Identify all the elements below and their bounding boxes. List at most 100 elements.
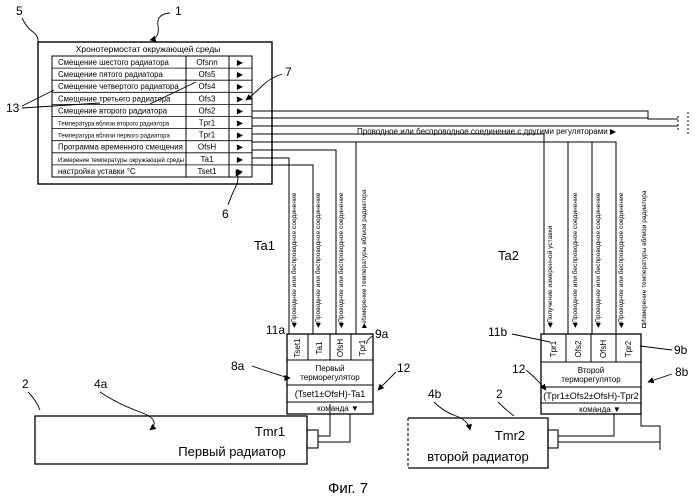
panel-row-label: Измерение температуры окружающей среды <box>58 157 184 164</box>
ref-2a: 2 <box>22 377 29 391</box>
panel-row-arrow: ▶ <box>237 94 244 103</box>
reg1-connection-label: ◀Проводное или беспроводное соединение <box>314 192 322 328</box>
leader-1 <box>150 13 170 40</box>
ta2-label: Ta2 <box>498 248 519 263</box>
ref-7: 7 <box>285 65 292 79</box>
figure-caption: Фиг. 7 <box>328 480 368 497</box>
ref-13: 13 <box>6 101 20 115</box>
reg2-title-2: терморегулятор <box>561 375 621 384</box>
panel-row-label: Смещение пятого радиатора <box>58 70 163 79</box>
leader-11b <box>512 334 550 342</box>
panel-title: Хронотермостат окружающей среды <box>76 44 221 54</box>
leader-7 <box>246 74 282 100</box>
panel-row-code: OfsH <box>198 143 216 152</box>
rad2-name: второй радиатор <box>427 449 529 464</box>
panel-row-label: Программа временного смещения <box>58 143 183 152</box>
reg2-cell: Tpr2 <box>624 340 633 357</box>
ref-11a: 11a <box>266 323 285 337</box>
reg2-connection-label: ◀Проводное или беспроводное соединение <box>617 192 625 328</box>
reg2-connection-label: ◀Получение измеренной уставки <box>546 225 554 328</box>
second-regulator: Tpr1 Ofs2 OfsH Tpr2 Второй терморегулятор (… <box>541 334 641 414</box>
ref-8b: 8b <box>675 365 689 379</box>
panel-row-arrow: ▶ <box>237 106 244 115</box>
second-radiator: Tmr2 второй радиатор <box>408 418 558 468</box>
rad1-name: Первый радиатор <box>178 444 285 459</box>
ref-12b: 12 <box>512 362 526 376</box>
leader-2b <box>498 402 514 416</box>
ref-4b: 4b <box>428 387 442 401</box>
reg1-cell: OfsH <box>336 339 345 357</box>
panel-row-arrow: ▶ <box>237 70 244 79</box>
panel-row-arrow: ▶ <box>237 155 244 164</box>
reg2-connection-label: ◀Проводное или беспроводное соединение <box>594 192 602 328</box>
panel-row-arrow: ▶ <box>237 119 244 128</box>
leader-9b <box>640 346 672 350</box>
panel-row-code: Ofs4 <box>199 82 216 91</box>
panel-row-code: Ta1 <box>201 155 214 164</box>
reg1-title-2: терморегулятор <box>300 373 360 382</box>
bus-label: Проводное или беспроводное соединение с … <box>357 127 617 136</box>
ref-5: 5 <box>16 4 23 18</box>
leader-9a <box>366 336 373 344</box>
reg2-cell: Tpr1 <box>549 340 558 357</box>
reg1-connection-label: ◀Проводное или беспроводное соединение <box>337 192 345 328</box>
reg1-title-1: Первый <box>315 364 344 373</box>
panel-row-code: Ofs2 <box>199 106 216 115</box>
leader-12a <box>378 372 396 390</box>
chronothermostat-panel: Хронотермостат окружающей среды Смещение… <box>38 42 272 184</box>
ref-8a: 8a <box>231 359 245 373</box>
leader-5 <box>22 18 38 44</box>
panel-row-arrow: ▶ <box>237 58 244 67</box>
reg1-connection-label: ▶Измерение температуры вблизи радиатора <box>360 189 368 328</box>
rad2-code: Tmr2 <box>495 428 525 443</box>
leader-8a <box>252 366 290 378</box>
reg2-connection-labels: ◀Получение измеренной уставки ◀Проводное … <box>546 190 648 328</box>
reg1-cell: Tpr1 <box>358 339 367 356</box>
reg1-connection-label: ◀Проводное или беспроводное соединение <box>290 192 298 328</box>
panel-row-label: настройка уставки °C <box>58 167 136 176</box>
ref-9a: 9a <box>375 327 389 341</box>
leader-2a <box>28 392 40 410</box>
ref-4a: 4a <box>94 377 108 391</box>
panel-row-code: Tpr1 <box>199 119 216 128</box>
panel-row-code: Tpr1 <box>199 131 216 140</box>
ref-12a: 12 <box>397 361 411 375</box>
reg1-cell: Ta1 <box>315 341 324 354</box>
ref-2b: 2 <box>496 387 503 401</box>
reg2-title-1: Второй <box>578 366 604 375</box>
leader-8b <box>648 374 672 382</box>
panel-row-code: Ofs3 <box>199 94 216 103</box>
reg1-formula: (Tset1±OfsH)-Ta1 <box>295 389 365 399</box>
reg2-connection-label: ◘Измерение температуры вблизи радиатора <box>640 190 648 328</box>
panel-row-label: Смещение второго радиатора <box>58 106 168 115</box>
panel-row-code: Ofs5 <box>199 70 216 79</box>
first-regulator: Tset1 Ta1 OfsH Tpr1 Первый терморегулятор (… <box>287 334 373 414</box>
panel-row-code: Ofsnn <box>196 58 217 67</box>
ref-6: 6 <box>222 207 229 221</box>
leader-12b <box>526 370 546 390</box>
panel-row-arrow: ▶ <box>237 143 244 152</box>
panel-row-label: Смещение четвертого радиатора <box>58 82 179 91</box>
reg2-command: команда ▼ <box>579 405 621 414</box>
reg2-cell: OfsH <box>599 340 608 358</box>
ref-9b: 9b <box>674 343 688 357</box>
leader-4b <box>434 402 470 430</box>
panel-row-label: Смещение шестого радиатора <box>58 58 170 67</box>
reg2-cell: Ofs2 <box>574 340 583 357</box>
rad1-code: Tmr1 <box>255 424 285 439</box>
ref-1: 1 <box>175 4 182 18</box>
panel-row-arrow: ▶ <box>237 82 244 91</box>
ta1-label: Ta1 <box>254 238 275 253</box>
ref-11b: 11b <box>488 325 507 339</box>
panel-row-label: Температура вблизи первого радиатора <box>58 134 170 140</box>
reg2-connection-label: ◀Проводное или беспроводное соединение <box>571 192 579 328</box>
reg2-formula: (Tpr1±Ofs2±OfsH)-Tpr2 <box>543 391 638 401</box>
reg1-command: команда ▼ <box>317 404 359 413</box>
panel-row-code: Tset1 <box>197 167 217 176</box>
first-radiator: Tmr1 Первый радиатор <box>35 416 318 464</box>
reg1-cell: Tset1 <box>293 338 302 358</box>
panel-row-arrow: ▶ <box>237 131 244 140</box>
panel-row-label: Температура вблизи второго радиатора <box>58 122 170 128</box>
leader-4a <box>100 392 154 430</box>
